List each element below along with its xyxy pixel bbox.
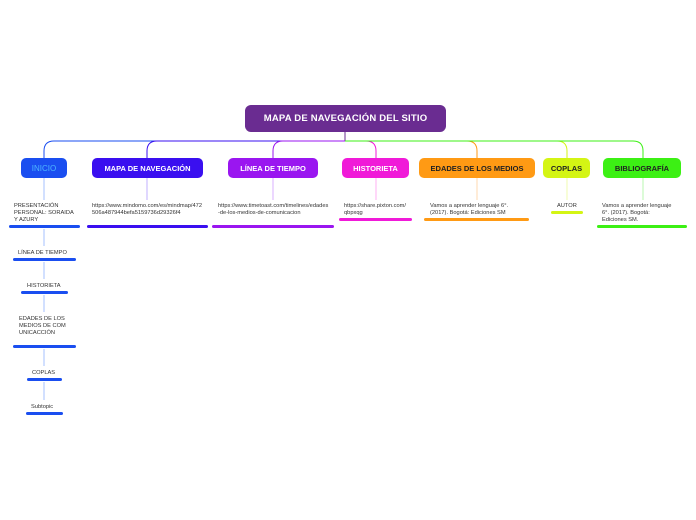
subtopic-underline [87,225,208,228]
subtopic-underline [13,258,76,261]
subtopic-underline [551,211,583,214]
topic-inicio[interactable]: INICIO [21,158,67,178]
root-topic[interactable]: MAPA DE NAVEGACIÓN DEL SITIO [245,105,446,132]
topic-bibliografia[interactable]: BIBLIOGRAFÍA [603,158,681,178]
subtopic-underline [9,225,80,228]
subtopic-underline [597,225,687,228]
topic-edades-de-los-medios[interactable]: EDADES DE LOS MEDIOS [419,158,535,178]
subtopic-presentacion-personal[interactable]: PRESENTACIÓN PERSONAL: SORAIDA Y AZURY [14,203,74,223]
subtopic-edades-de-los-medios[interactable]: EDADES DE LOS MEDIOS DE COMUNICACCIÓN [19,316,66,336]
subtopic-linea-de-tiempo[interactable]: LÍNEA DE TIEMPO [18,250,67,256]
topic-linea-de-tiempo[interactable]: LÍNEA DE TIEMPO [228,158,318,178]
subtopic-underline [13,345,76,348]
subtopic-edades-reference[interactable]: Vamos a aprender lenguaje 6°. (2017). Bo… [430,203,509,216]
subtopic-bibliografia-reference[interactable]: Vamos a aprender lenguaje 6°. (2017). Bo… [602,203,672,223]
subtopic-underline [21,291,68,294]
subtopic-mindomo-link[interactable]: https://www.mindomo.com/es/mindmap/47250… [92,203,203,216]
topic-mapa-de-navegacion[interactable]: MAPA DE NAVEGACIÓN [92,158,203,178]
subtopic-timetoast-link[interactable]: https://www.timetoast.com/timelines/edad… [218,203,329,216]
topic-historieta[interactable]: HISTORIETA [342,158,409,178]
subtopic-generic[interactable]: Subtopic [31,404,54,410]
subtopic-underline [212,225,334,228]
topic-coplas[interactable]: COPLAS [543,158,590,178]
subtopic-pixton-link[interactable]: https://share.pixton.com/qbpxqg [344,203,406,216]
subtopic-underline [26,412,63,415]
subtopic-underline [339,218,412,221]
subtopic-coplas[interactable]: COPLAS [32,370,56,376]
subtopic-historieta[interactable]: HISTORIETA [27,283,61,289]
subtopic-autor[interactable]: AUTOR [557,203,577,209]
subtopic-underline [27,378,62,381]
subtopic-underline [424,218,529,221]
